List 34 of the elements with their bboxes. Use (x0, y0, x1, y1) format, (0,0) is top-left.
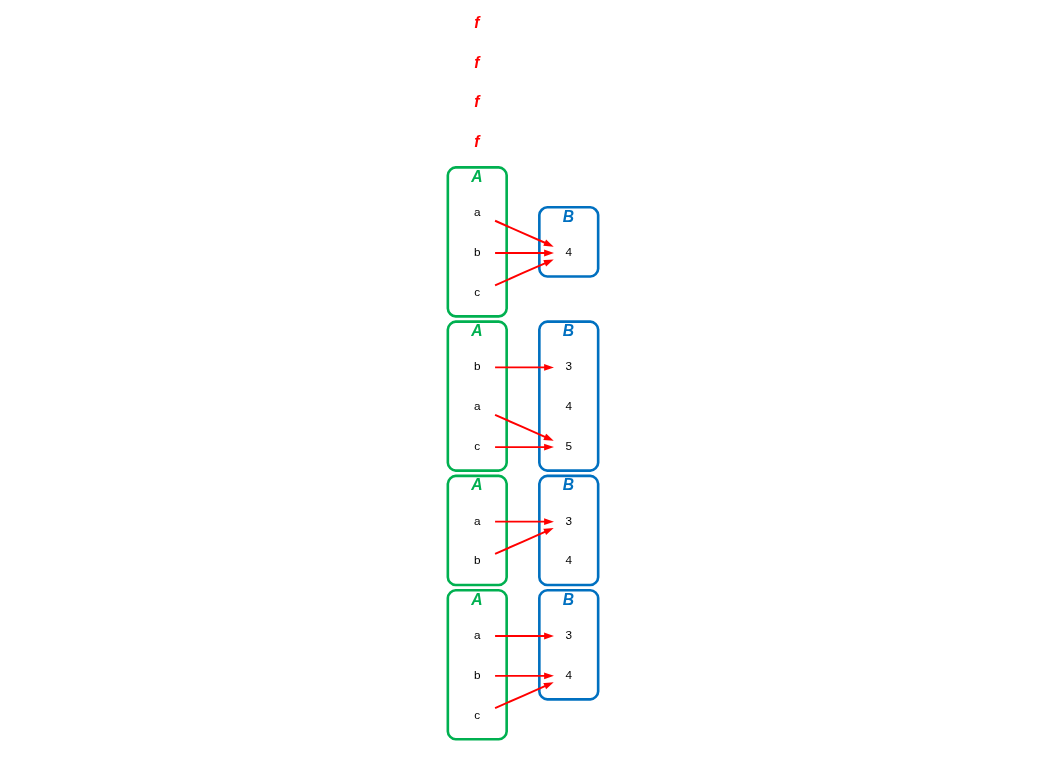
node-text: b (473, 553, 481, 567)
arrow (493, 682, 554, 710)
node-text: 4 (564, 553, 572, 567)
node-text: c (473, 707, 480, 721)
node-text: 4 (564, 244, 572, 258)
node-text: c (473, 439, 480, 452)
label: f (473, 133, 480, 151)
node-text: a (473, 399, 481, 413)
arrow (493, 443, 554, 451)
node-text: 4 (564, 399, 572, 413)
node-text: b (473, 667, 481, 681)
arrow (493, 528, 554, 555)
node-text: a (473, 627, 481, 641)
node-text: 3 (564, 513, 572, 527)
label: f (473, 93, 480, 111)
node-text: 5 (564, 439, 572, 452)
node-text: b (473, 244, 481, 258)
arrow (493, 249, 554, 257)
label: f (473, 53, 480, 71)
arrow (493, 259, 554, 287)
node-text: a (473, 205, 481, 219)
arrow (493, 672, 554, 680)
arrow (493, 518, 554, 526)
node-text: 4 (564, 667, 572, 681)
node-text: b (473, 359, 481, 373)
arrow (493, 219, 554, 247)
node-text: a (473, 513, 481, 527)
label: f (473, 13, 480, 31)
node-text: c (473, 284, 480, 298)
arrow (493, 363, 554, 371)
node-text: 3 (564, 359, 572, 373)
node-text: 3 (564, 627, 572, 641)
arrow (493, 413, 554, 441)
arrow (493, 632, 554, 640)
